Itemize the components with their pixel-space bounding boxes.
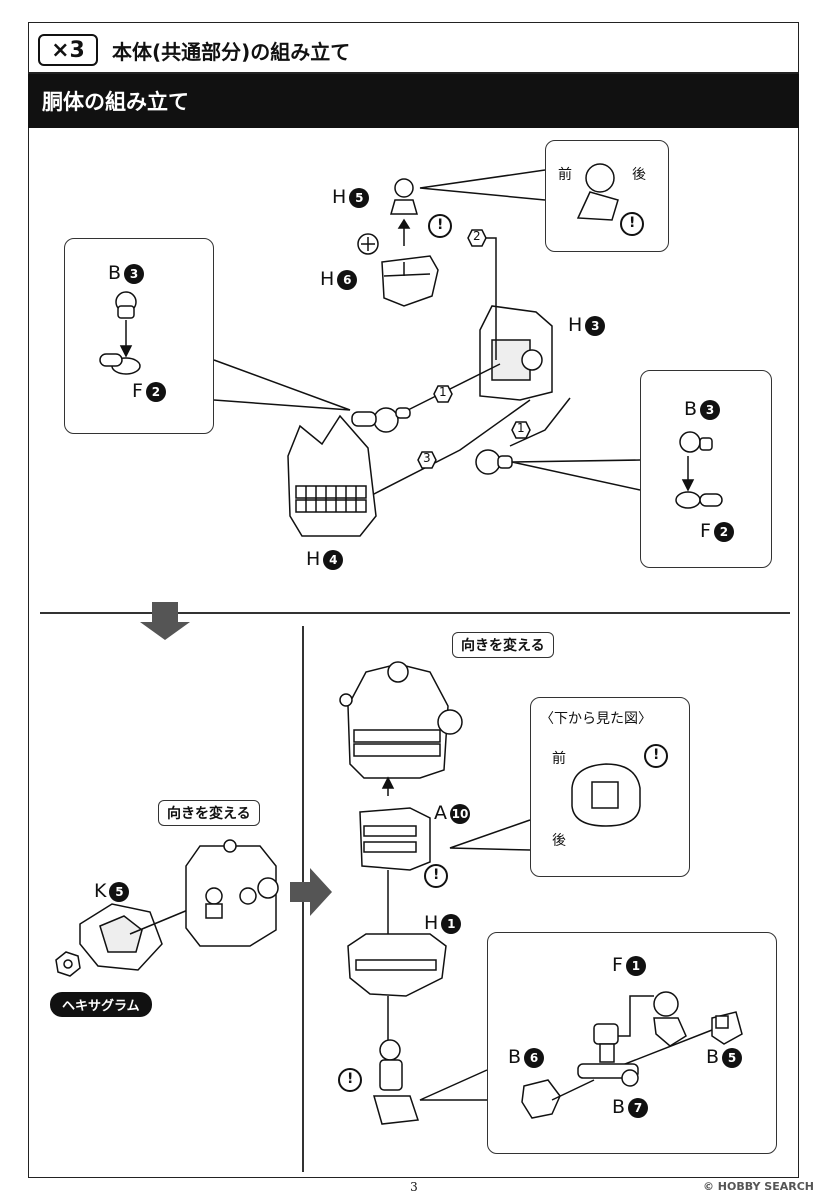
part-torso-assembled xyxy=(339,661,463,779)
horizontal-divider xyxy=(40,612,790,614)
part-hip-joint xyxy=(373,1039,420,1125)
label-bottom-view: 〈下から見た図〉 xyxy=(540,711,652,727)
caution-icon-1 xyxy=(428,214,452,238)
part-h6-detail xyxy=(357,233,379,255)
caution-glyph-1: ! xyxy=(437,217,444,233)
part-k5 xyxy=(79,903,163,971)
section-header: 胴体の組み立て xyxy=(28,74,799,128)
caution-icon-4 xyxy=(424,864,448,888)
caution-glyph-4: ! xyxy=(433,867,440,883)
step-number-1a: 1 xyxy=(439,385,447,399)
part-a10 xyxy=(359,807,431,871)
page-number: 3 xyxy=(410,1180,418,1194)
step-hex-1b xyxy=(511,421,531,439)
step-number-3: 3 xyxy=(423,451,431,465)
callout-pointer-h5 xyxy=(419,169,546,201)
part-b3-left xyxy=(115,291,137,319)
guide-line-b5 xyxy=(619,1029,713,1067)
part-h6 xyxy=(381,255,439,307)
part-h3 xyxy=(479,305,553,401)
step-number-1b: 1 xyxy=(517,421,525,435)
callout-pointer-left xyxy=(213,359,351,411)
part-b5 xyxy=(711,1011,743,1045)
step-hex-1a xyxy=(433,385,453,403)
part-joint-center-left xyxy=(351,407,411,433)
part-b6 xyxy=(521,1079,561,1119)
caution-glyph-2: ! xyxy=(629,215,636,231)
callout-h5-orientation xyxy=(545,140,669,252)
part-b3-right xyxy=(679,431,713,453)
guide-line-b6 xyxy=(551,1079,595,1101)
page-frame xyxy=(28,22,799,1178)
part-h1 xyxy=(347,933,447,997)
guide-line-1b xyxy=(509,397,571,447)
caution-icon-3 xyxy=(644,744,668,768)
caution-icon-5 xyxy=(338,1068,362,1092)
h5-orientation-sketch xyxy=(576,163,619,221)
page-title: 本体(共通部分)の組み立て xyxy=(112,40,351,64)
bottom-view-sketch xyxy=(571,763,641,827)
step-number-2: 2 xyxy=(473,229,481,243)
step-hexagons xyxy=(417,229,531,469)
caution-glyph-3: ! xyxy=(653,747,660,763)
label-back-2: 後 xyxy=(552,833,566,849)
part-hex-nut xyxy=(55,951,81,977)
step-hex-2 xyxy=(467,229,487,247)
callout-pointer-bottom xyxy=(449,819,531,851)
label-front-2: 前 xyxy=(552,751,566,767)
tag-turn-around-2: 向きを変える xyxy=(158,800,260,826)
part-f1 xyxy=(653,991,687,1047)
guide-line-f1 xyxy=(618,995,654,1037)
step-hex-3 xyxy=(417,451,437,469)
part-torso-back xyxy=(185,839,279,947)
caution-glyph-5: ! xyxy=(347,1071,354,1087)
caution-icons xyxy=(338,212,668,1092)
watermark: © HOBBY SEARCH xyxy=(702,1180,814,1193)
tag-turn-around-1: 向きを変える xyxy=(452,632,554,658)
part-f2-left xyxy=(99,353,141,375)
callout-pointer-leg xyxy=(419,1069,488,1101)
caution-icon-2 xyxy=(620,212,644,236)
guide-line-3 xyxy=(369,399,531,497)
label-back: 後 xyxy=(632,167,646,183)
flow-arrow-down xyxy=(140,602,190,640)
callout-pointer-right xyxy=(511,459,641,491)
title-divider xyxy=(28,72,799,74)
flow-arrow-right xyxy=(290,868,332,916)
part-h4 xyxy=(287,414,377,537)
part-joint-center-right xyxy=(475,449,513,475)
section-title: 胴体の組み立て xyxy=(42,90,189,114)
tag-hexagram: ヘキサグラム xyxy=(50,992,152,1017)
part-h5 xyxy=(390,178,418,215)
step-multiplier-badge: ×3 xyxy=(38,34,98,66)
part-f2-right xyxy=(675,491,723,509)
label-front: 前 xyxy=(558,167,572,183)
part-b7 xyxy=(577,1023,639,1087)
